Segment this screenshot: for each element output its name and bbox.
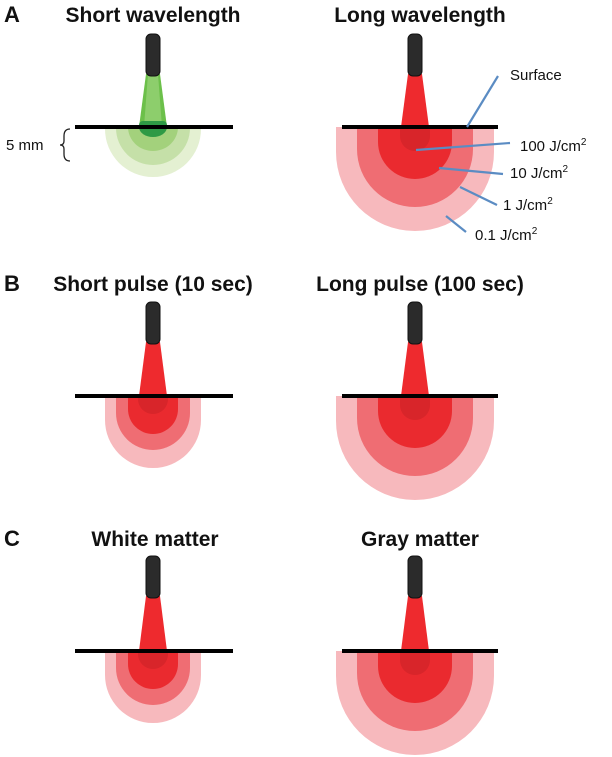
illustration-b-right <box>336 301 498 500</box>
light-beam <box>139 596 167 651</box>
optical-fiber <box>145 301 161 345</box>
optical-fiber <box>145 33 161 77</box>
label-fluence-0-1: 0.1 J/cm2 <box>475 226 538 244</box>
label-fluence-1: 1 J/cm2 <box>503 196 553 214</box>
scale-brace <box>59 128 71 162</box>
leader-1 <box>459 186 498 206</box>
light-beam <box>401 342 429 396</box>
illustration-c-left <box>75 555 233 723</box>
fluence-region-4 <box>138 396 168 414</box>
leader-100 <box>415 141 511 152</box>
fluence-region-4 <box>138 651 168 669</box>
panel-letter-c: C <box>4 526 20 551</box>
leader-10 <box>438 166 504 176</box>
fluence-region-4 <box>400 651 430 675</box>
light-beam <box>139 342 167 396</box>
optical-fiber <box>407 301 423 345</box>
fluence-region-4 <box>400 396 430 420</box>
scale-label: 5 mm <box>6 137 44 154</box>
fluence-region-3 <box>128 127 178 151</box>
illustration-c-right <box>336 555 498 755</box>
illustration-b-left <box>75 301 233 468</box>
optical-fiber <box>407 555 423 599</box>
fluence-region-4 <box>400 127 430 151</box>
fluence-region-3 <box>378 651 452 703</box>
fluence-region-3 <box>378 396 452 448</box>
label-fluence-100: 100 J/cm2 <box>520 137 587 155</box>
title-long-pulse: Long pulse (100 sec) <box>316 273 524 296</box>
light-beam-highlight <box>144 74 162 127</box>
title-long-wavelength: Long wavelength <box>334 4 506 27</box>
optical-fiber <box>145 555 161 599</box>
panel-letter-a: A <box>4 2 20 27</box>
label-surface: Surface <box>510 67 562 84</box>
title-short-pulse: Short pulse (10 sec) <box>53 273 253 296</box>
panel-letter-b: B <box>4 271 20 296</box>
leader-surface <box>466 75 499 128</box>
illustration-a-right <box>336 33 498 231</box>
light-beam <box>401 596 429 651</box>
title-white-matter: White matter <box>91 528 218 551</box>
label-fluence-10: 10 J/cm2 <box>510 164 569 182</box>
fluence-region-3 <box>378 127 452 179</box>
optical-fiber <box>407 33 423 77</box>
title-gray-matter: Gray matter <box>361 528 479 551</box>
leader-0-1 <box>445 215 467 233</box>
light-beam <box>401 74 429 127</box>
annotation-leaders <box>415 75 511 233</box>
title-short-wavelength: Short wavelength <box>65 4 240 27</box>
illustrations <box>75 33 498 755</box>
illustration-a-left <box>75 33 233 177</box>
